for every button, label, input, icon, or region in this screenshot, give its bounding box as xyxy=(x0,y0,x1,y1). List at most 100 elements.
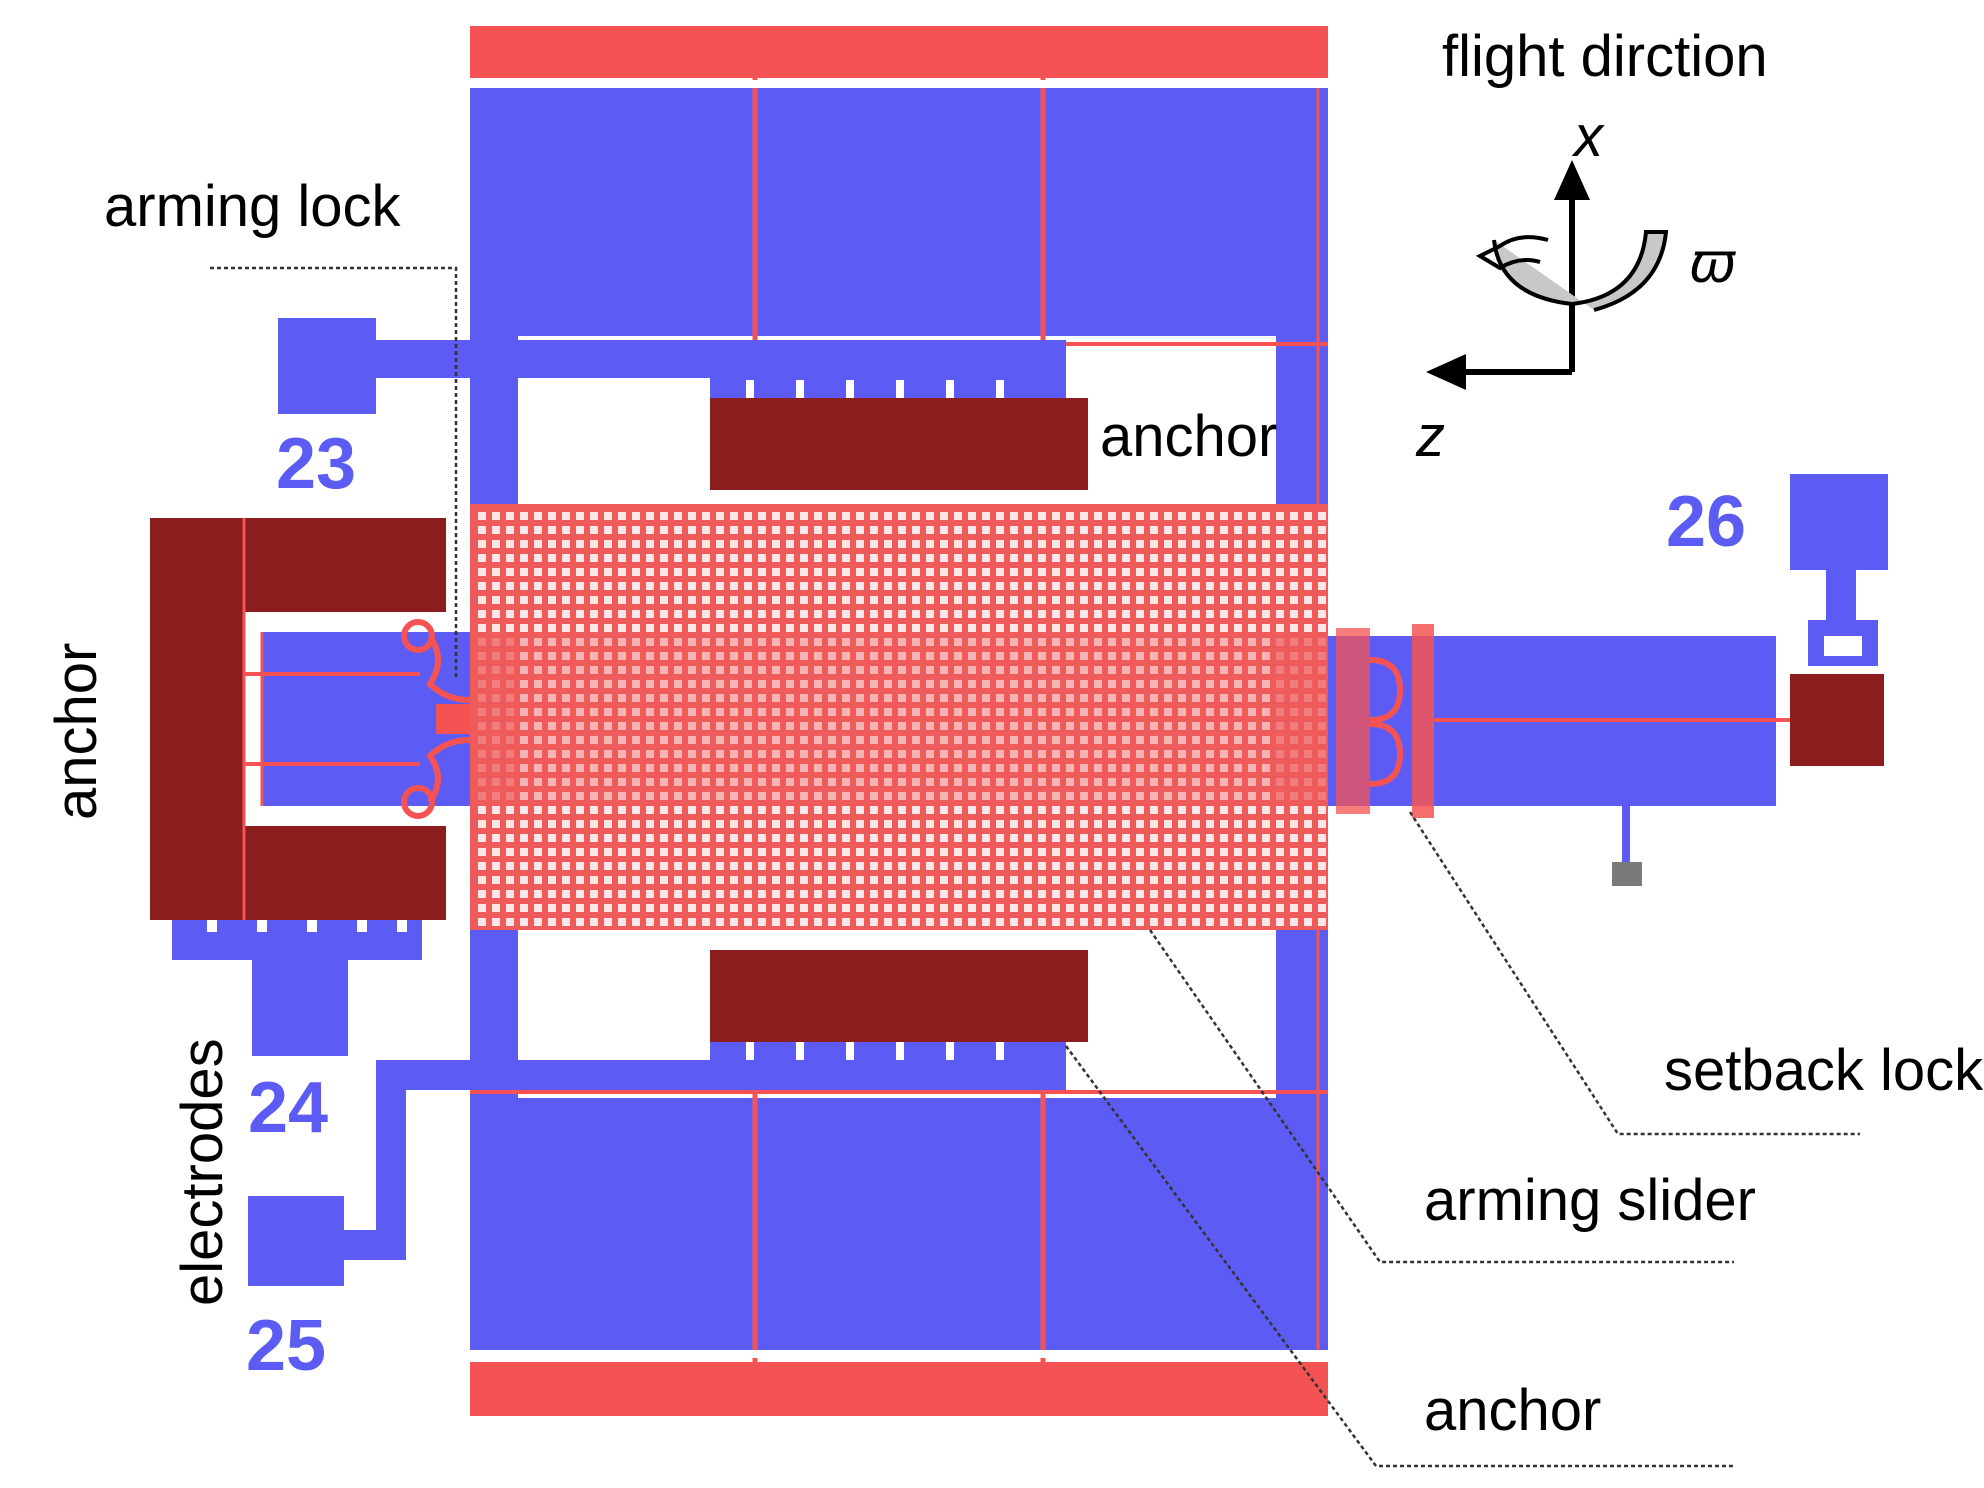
mesh-hole xyxy=(674,848,682,856)
mesh-hole xyxy=(870,736,878,744)
mesh-hole xyxy=(702,708,710,716)
mesh-hole xyxy=(982,848,990,856)
mesh-hole xyxy=(1178,820,1186,828)
mesh-hole xyxy=(674,904,682,912)
mesh-hole xyxy=(1318,848,1326,856)
mesh-hole xyxy=(940,624,948,632)
mesh-hole xyxy=(1010,834,1018,842)
mesh-hole xyxy=(590,708,598,716)
mesh-hole xyxy=(912,540,920,548)
mesh-hole xyxy=(1108,848,1116,856)
mesh-hole xyxy=(842,694,850,702)
mesh-hole xyxy=(968,876,976,884)
mesh-hole xyxy=(590,680,598,688)
mesh-hole xyxy=(1192,904,1200,912)
mesh-hole xyxy=(1136,890,1144,898)
mesh-hole xyxy=(660,568,668,576)
mesh-hole xyxy=(562,806,570,814)
mesh-hole xyxy=(562,512,570,520)
mesh-hole xyxy=(1206,778,1214,786)
mesh-hole xyxy=(1066,862,1074,870)
mesh-hole xyxy=(1290,582,1298,590)
mesh-hole xyxy=(1220,680,1228,688)
mesh-hole xyxy=(814,624,822,632)
mesh-hole xyxy=(1290,806,1298,814)
mesh-hole xyxy=(1136,554,1144,562)
mesh-hole xyxy=(1164,806,1172,814)
mesh-hole xyxy=(1150,890,1158,898)
mesh-hole xyxy=(506,848,514,856)
mesh-hole xyxy=(562,778,570,786)
mesh-hole xyxy=(1038,736,1046,744)
mesh-hole xyxy=(1220,722,1228,730)
mesh-hole xyxy=(828,722,836,730)
mesh-hole xyxy=(870,694,878,702)
mesh-hole xyxy=(1122,512,1130,520)
mesh-hole xyxy=(870,512,878,520)
mesh-hole xyxy=(632,540,640,548)
mesh-hole xyxy=(926,778,934,786)
mesh-hole xyxy=(1276,540,1284,548)
mesh-hole xyxy=(1178,792,1186,800)
mesh-hole xyxy=(618,792,626,800)
mesh-hole xyxy=(674,708,682,716)
mesh-hole xyxy=(1094,806,1102,814)
mesh-hole xyxy=(562,540,570,548)
pad-24-number: 24 xyxy=(248,1068,328,1148)
mesh-hole xyxy=(1136,848,1144,856)
mesh-hole xyxy=(940,708,948,716)
mesh-hole xyxy=(982,722,990,730)
mesh-hole xyxy=(1024,750,1032,758)
mesh-hole xyxy=(1122,792,1130,800)
mesh-hole xyxy=(534,764,542,772)
mesh-hole xyxy=(772,610,780,618)
mesh-hole xyxy=(1038,834,1046,842)
mesh-hole xyxy=(716,638,724,646)
mesh-hole xyxy=(800,638,808,646)
mesh-hole xyxy=(506,652,514,660)
mesh-hole xyxy=(842,778,850,786)
anchor-top-label: anchor xyxy=(1100,404,1277,469)
mesh-hole xyxy=(660,848,668,856)
mesh-hole xyxy=(1290,540,1298,548)
mesh-hole xyxy=(772,848,780,856)
mesh-hole xyxy=(716,610,724,618)
mesh-hole xyxy=(870,596,878,604)
mesh-hole xyxy=(590,848,598,856)
setback-lock-spring xyxy=(1412,624,1434,818)
mesh-hole xyxy=(576,512,584,520)
mesh-hole xyxy=(716,568,724,576)
mesh-hole xyxy=(1136,876,1144,884)
mesh-hole xyxy=(1206,848,1214,856)
mesh-hole xyxy=(1066,820,1074,828)
mesh-hole xyxy=(772,512,780,520)
mesh-hole xyxy=(800,778,808,786)
mesh-hole xyxy=(1066,680,1074,688)
mesh-hole xyxy=(1122,596,1130,604)
mesh-hole xyxy=(730,834,738,842)
mesh-hole xyxy=(926,722,934,730)
mesh-hole xyxy=(590,904,598,912)
mesh-hole xyxy=(1206,526,1214,534)
mesh-hole xyxy=(618,820,626,828)
mesh-hole xyxy=(1248,554,1256,562)
mesh-hole xyxy=(646,582,654,590)
mesh-hole xyxy=(688,540,696,548)
mesh-hole xyxy=(940,526,948,534)
mesh-hole xyxy=(1066,596,1074,604)
mesh-hole xyxy=(646,652,654,660)
mesh-hole xyxy=(1318,820,1326,828)
mesh-hole xyxy=(800,764,808,772)
mesh-hole xyxy=(716,904,724,912)
mesh-hole xyxy=(688,596,696,604)
mesh-hole xyxy=(534,792,542,800)
mesh-hole xyxy=(1220,610,1228,618)
mesh-hole xyxy=(1108,568,1116,576)
mesh-hole xyxy=(1108,610,1116,618)
mesh-hole xyxy=(800,582,808,590)
mesh-hole xyxy=(1010,778,1018,786)
mesh-hole xyxy=(1206,904,1214,912)
mesh-hole xyxy=(1276,722,1284,730)
mesh-hole xyxy=(1038,624,1046,632)
mesh-hole xyxy=(856,708,864,716)
